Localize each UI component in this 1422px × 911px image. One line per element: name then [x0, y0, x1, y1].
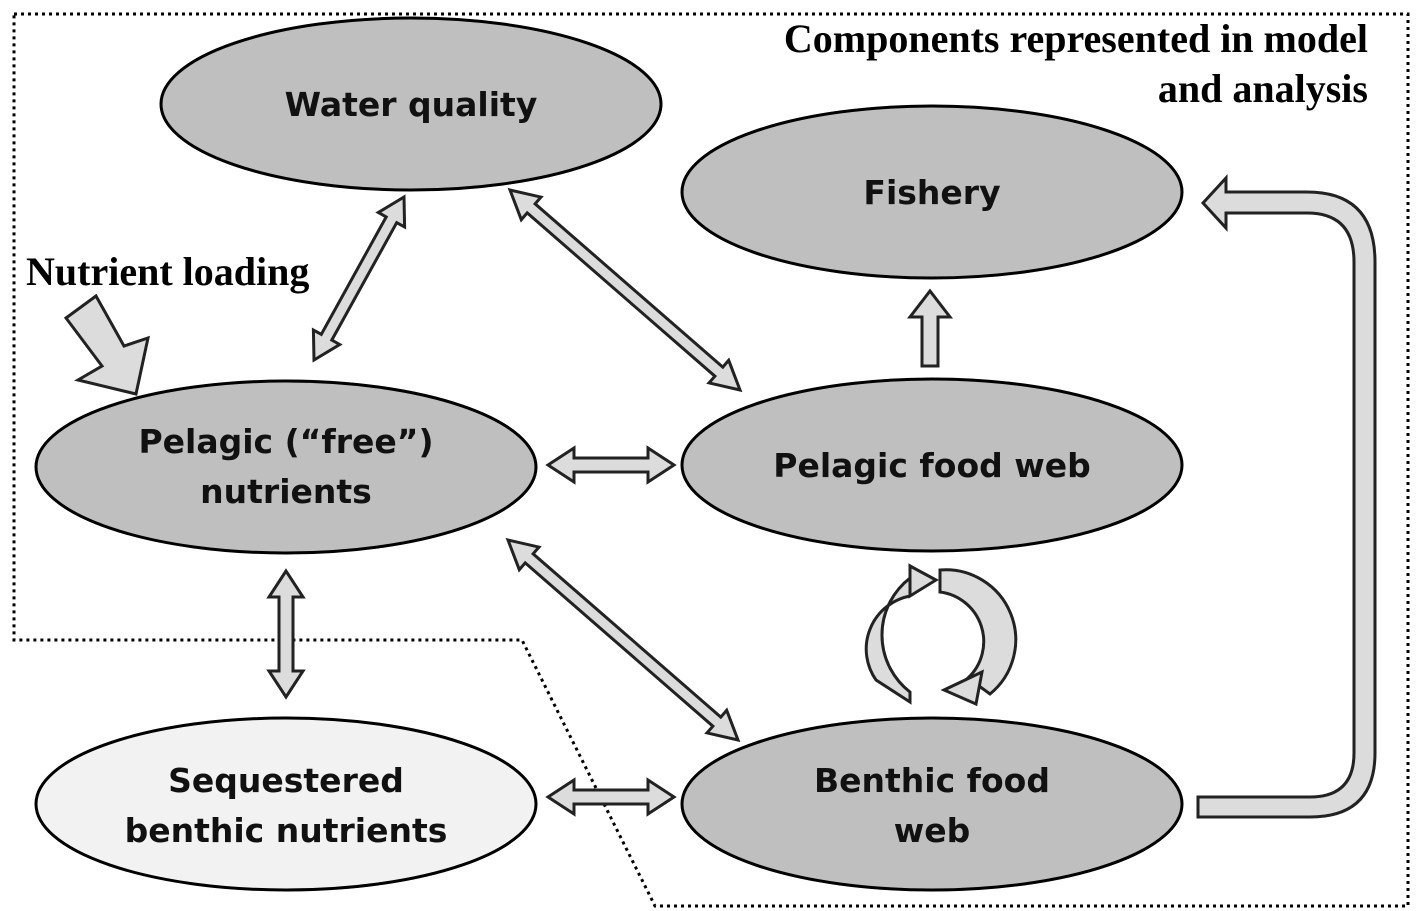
node-sequestered-nutrients-line1: Sequestered — [168, 761, 404, 800]
node-sequestered-nutrients — [34, 716, 538, 892]
node-fishery-label: Fishery — [863, 173, 1000, 212]
food-web-cycle-arrow-left — [864, 563, 937, 705]
food-web-cycle-arrow-left-head — [908, 563, 940, 599]
boundary-label-line1: Components represented in model — [784, 16, 1368, 61]
node-pelagic-nutrients-line1: Pelagic (“free”) — [138, 422, 433, 461]
arrow-pelagic-nutrients-benthic-food-web — [505, 537, 741, 743]
nutrient-loading-arrow — [63, 293, 151, 396]
node-pelagic-nutrients — [34, 379, 538, 555]
arrow-water-quality-pelagic-food-web — [507, 187, 743, 393]
arrow-water-quality-pelagic-nutrients — [311, 194, 407, 363]
node-water-quality — [159, 16, 663, 192]
node-benthic-food-web-line1: Benthic food — [814, 761, 1050, 800]
arrow-pelagic-nutrients-sequestered — [266, 568, 306, 700]
node-benthic-food-web-line2: web — [894, 811, 971, 850]
arrow-pelagic-nutrients-pelagic-food-web — [545, 445, 677, 485]
node-pelagic-food-web-label: Pelagic food web — [773, 446, 1090, 485]
node-sequestered-nutrients-line2: benthic nutrients — [125, 811, 448, 850]
node-pelagic-nutrients-line2: nutrients — [200, 472, 372, 511]
node-fishery — [680, 104, 1184, 280]
boundary-label-line2: and analysis — [1158, 66, 1368, 111]
nutrient-loading-label: Nutrient loading — [26, 249, 309, 294]
node-water-quality-label: Water quality — [285, 85, 538, 124]
model-boundary — [12, 12, 1410, 908]
benthic-to-fishery-arrow — [1196, 174, 1377, 819]
arrow-sequestered-benthic-food-web — [545, 777, 677, 817]
arrow-pelagic-food-web-fishery — [906, 288, 954, 368]
food-web-cycle-arrow-right-head — [940, 669, 985, 707]
food-web-cycle-arrow-right — [938, 568, 1018, 696]
node-benthic-food-web — [680, 716, 1184, 892]
node-pelagic-food-web — [680, 377, 1184, 553]
